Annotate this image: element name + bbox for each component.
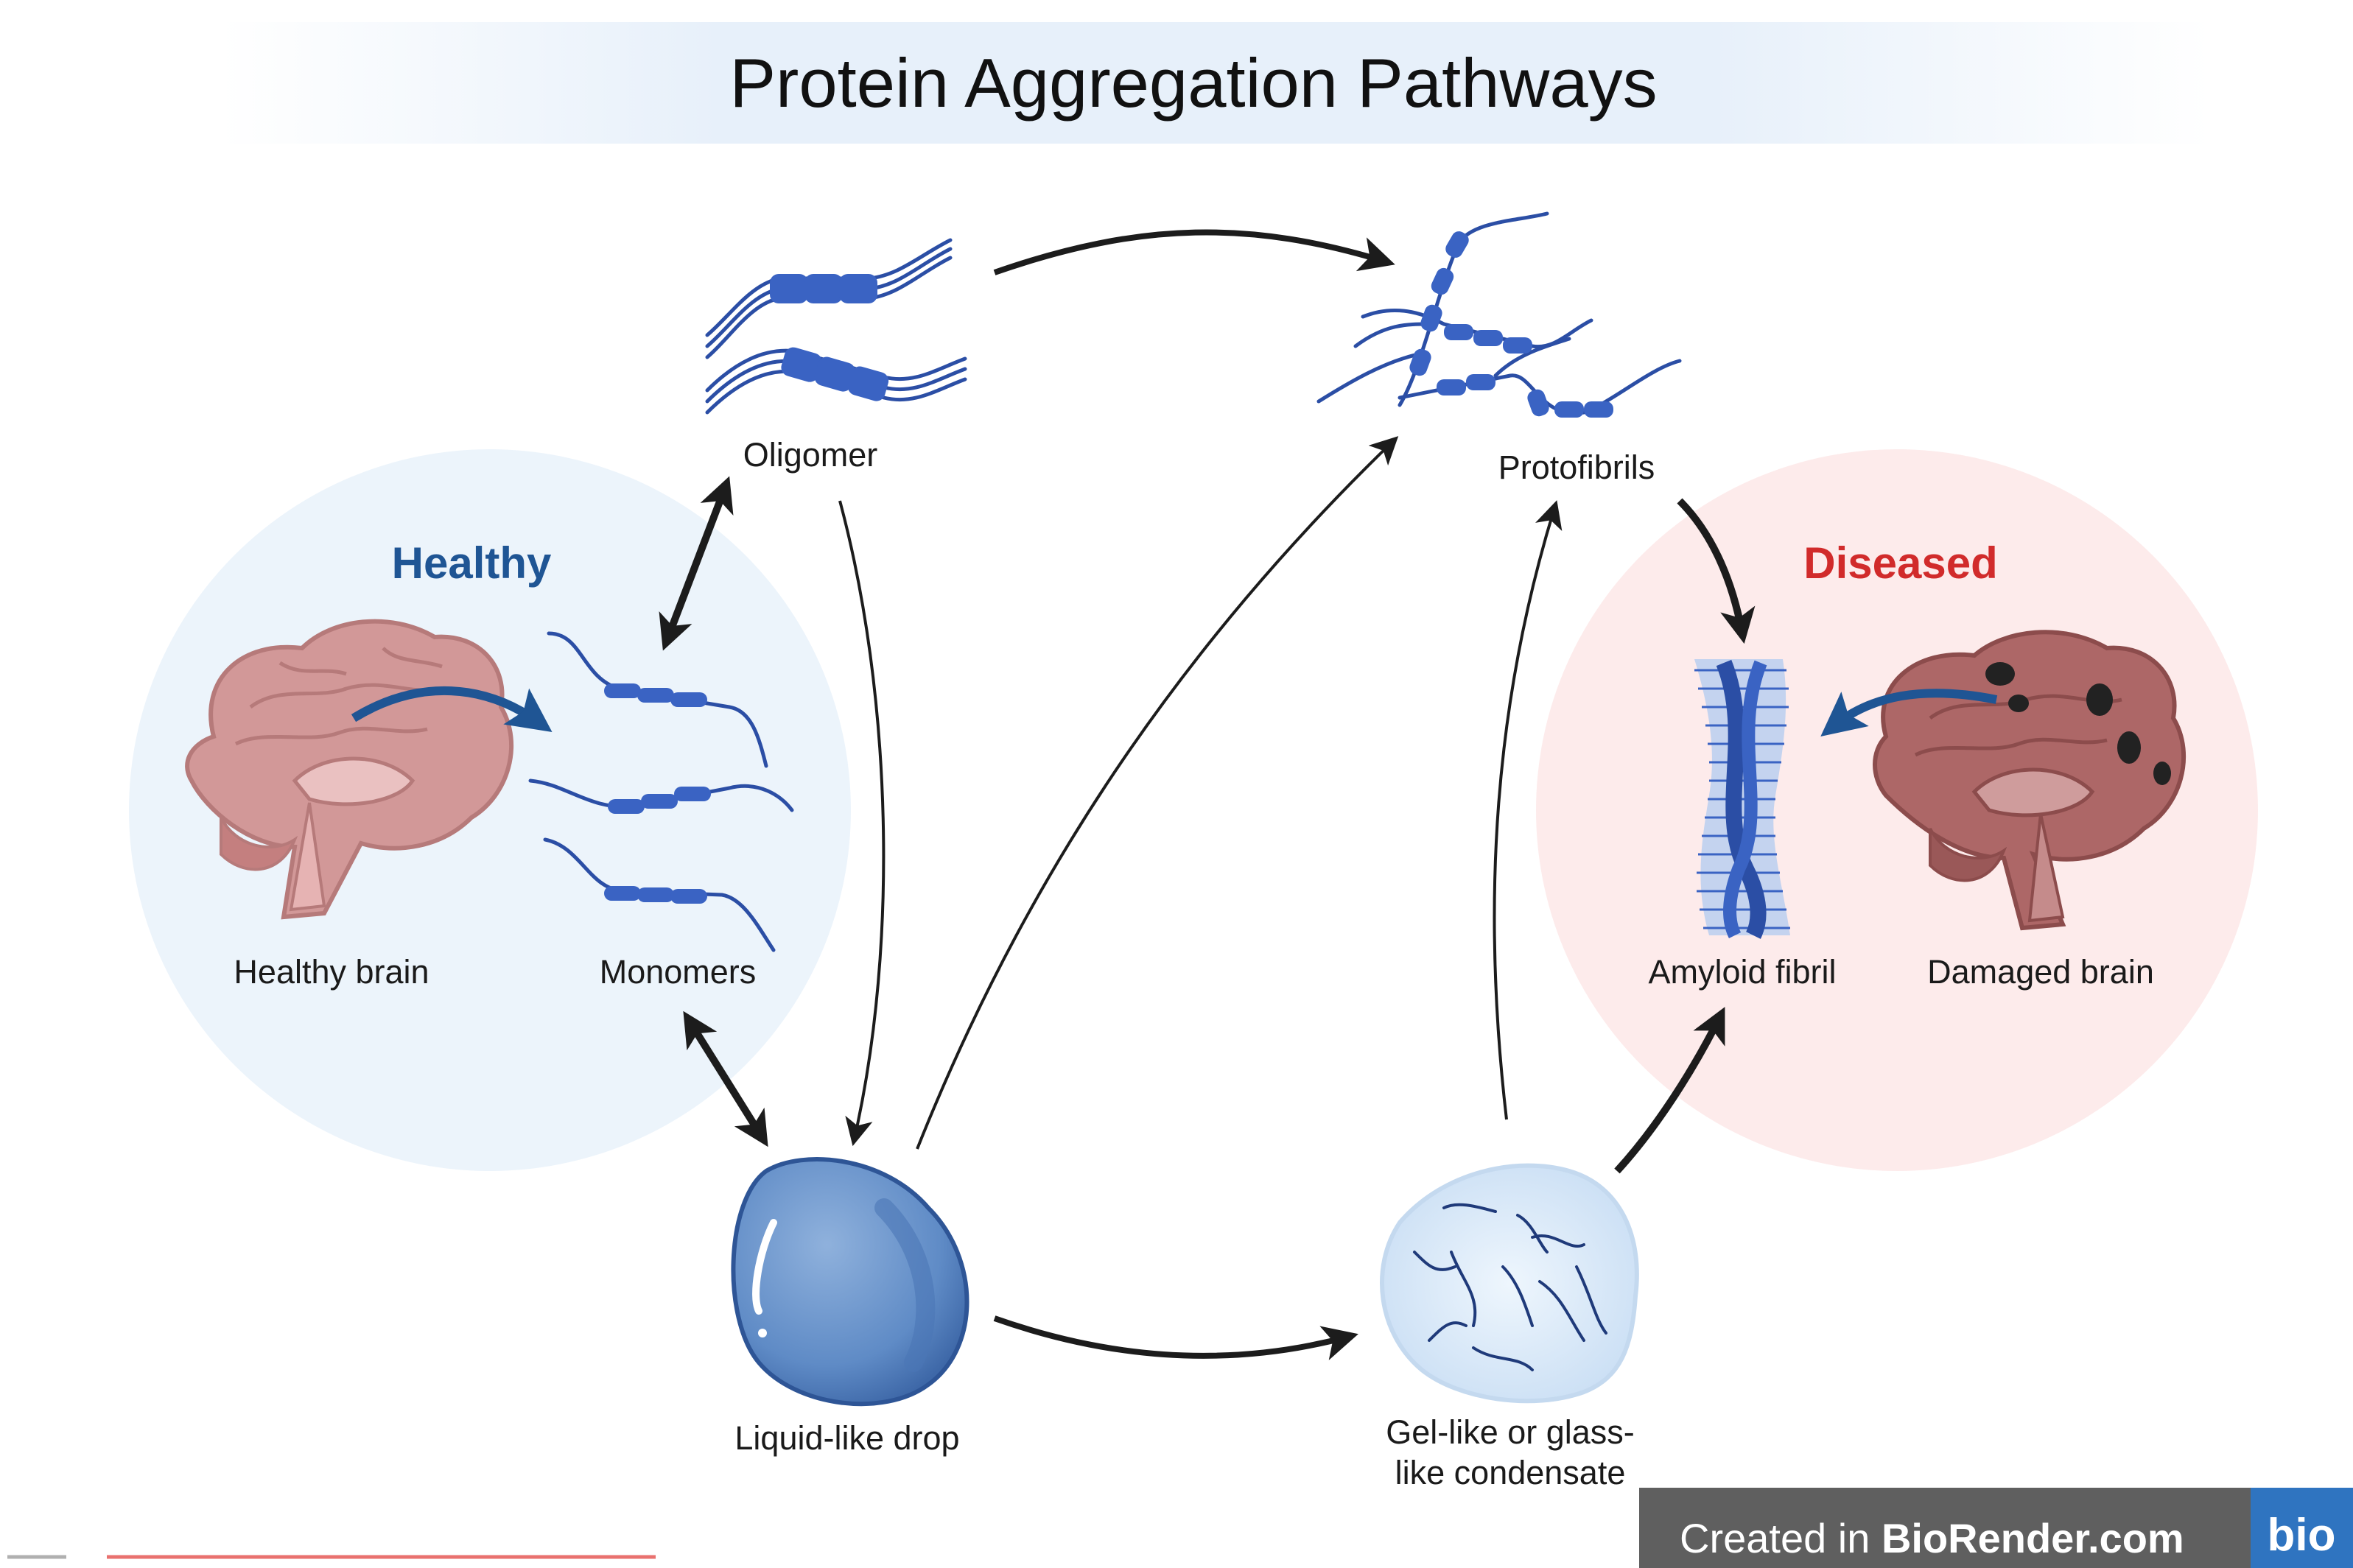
- arrow-oligomer-to-drop: [838, 500, 886, 1147]
- arrow-oligomer-to-protofibrils: [993, 229, 1395, 275]
- monomers-label: Monomers: [600, 953, 757, 991]
- arrow-monomers-oligomer: [659, 476, 734, 651]
- arrow-drop-to-condensate: [993, 1315, 1358, 1360]
- healthy-brain-label: Healthy brain: [234, 953, 429, 991]
- arrow-drop-to-protofibrils: [916, 436, 1399, 1150]
- protofibrils-label: Protofibrils: [1498, 449, 1655, 486]
- badge-text: Created in BioRender.com: [1680, 1515, 2184, 1561]
- diseased-region: [1536, 449, 2258, 1171]
- amyloid-fibril-label: Amyloid fibril: [1648, 953, 1836, 991]
- liquid-drop-illustration: [731, 1157, 969, 1407]
- liquid-drop-label: Liquid-like drop: [734, 1419, 959, 1457]
- protofibrils-illustration: [1316, 211, 1682, 418]
- oligomer-illustration: [705, 238, 967, 415]
- damaged-brain-arrow: [1820, 689, 1998, 736]
- biorender-badge: Created in BioRender.com bio: [1639, 1488, 2353, 1568]
- damaged-brain-label: Damaged brain: [1927, 953, 2154, 991]
- diseased-label: Diseased: [1803, 538, 1998, 588]
- biorender-logo: bio: [2268, 1510, 2336, 1561]
- title-band: [221, 22, 2210, 144]
- arrow-monomers-drop: [683, 1010, 768, 1147]
- amyloid-fibril-illustration: [1694, 659, 1790, 939]
- healthy-brain-arrow: [351, 686, 553, 732]
- arrow-condensate-to-protofibrils: [1493, 500, 1563, 1120]
- monomers-illustration: [528, 631, 794, 952]
- damaged-brain-image: [1873, 630, 2186, 931]
- gel-condensate-illustration: [1380, 1163, 1639, 1404]
- oligomer-label: Oligomer: [743, 436, 878, 474]
- arrow-protofibrils-to-fibril: [1677, 498, 1756, 644]
- arrow-condensate-to-fibril: [1614, 1007, 1725, 1174]
- gel-label-line2: like condensate: [1395, 1454, 1626, 1491]
- gel-label-line1: Gel-like or glass-: [1386, 1413, 1635, 1451]
- page-title: Protein Aggregation Pathways: [729, 44, 1657, 122]
- healthy-label: Healthy: [392, 538, 552, 588]
